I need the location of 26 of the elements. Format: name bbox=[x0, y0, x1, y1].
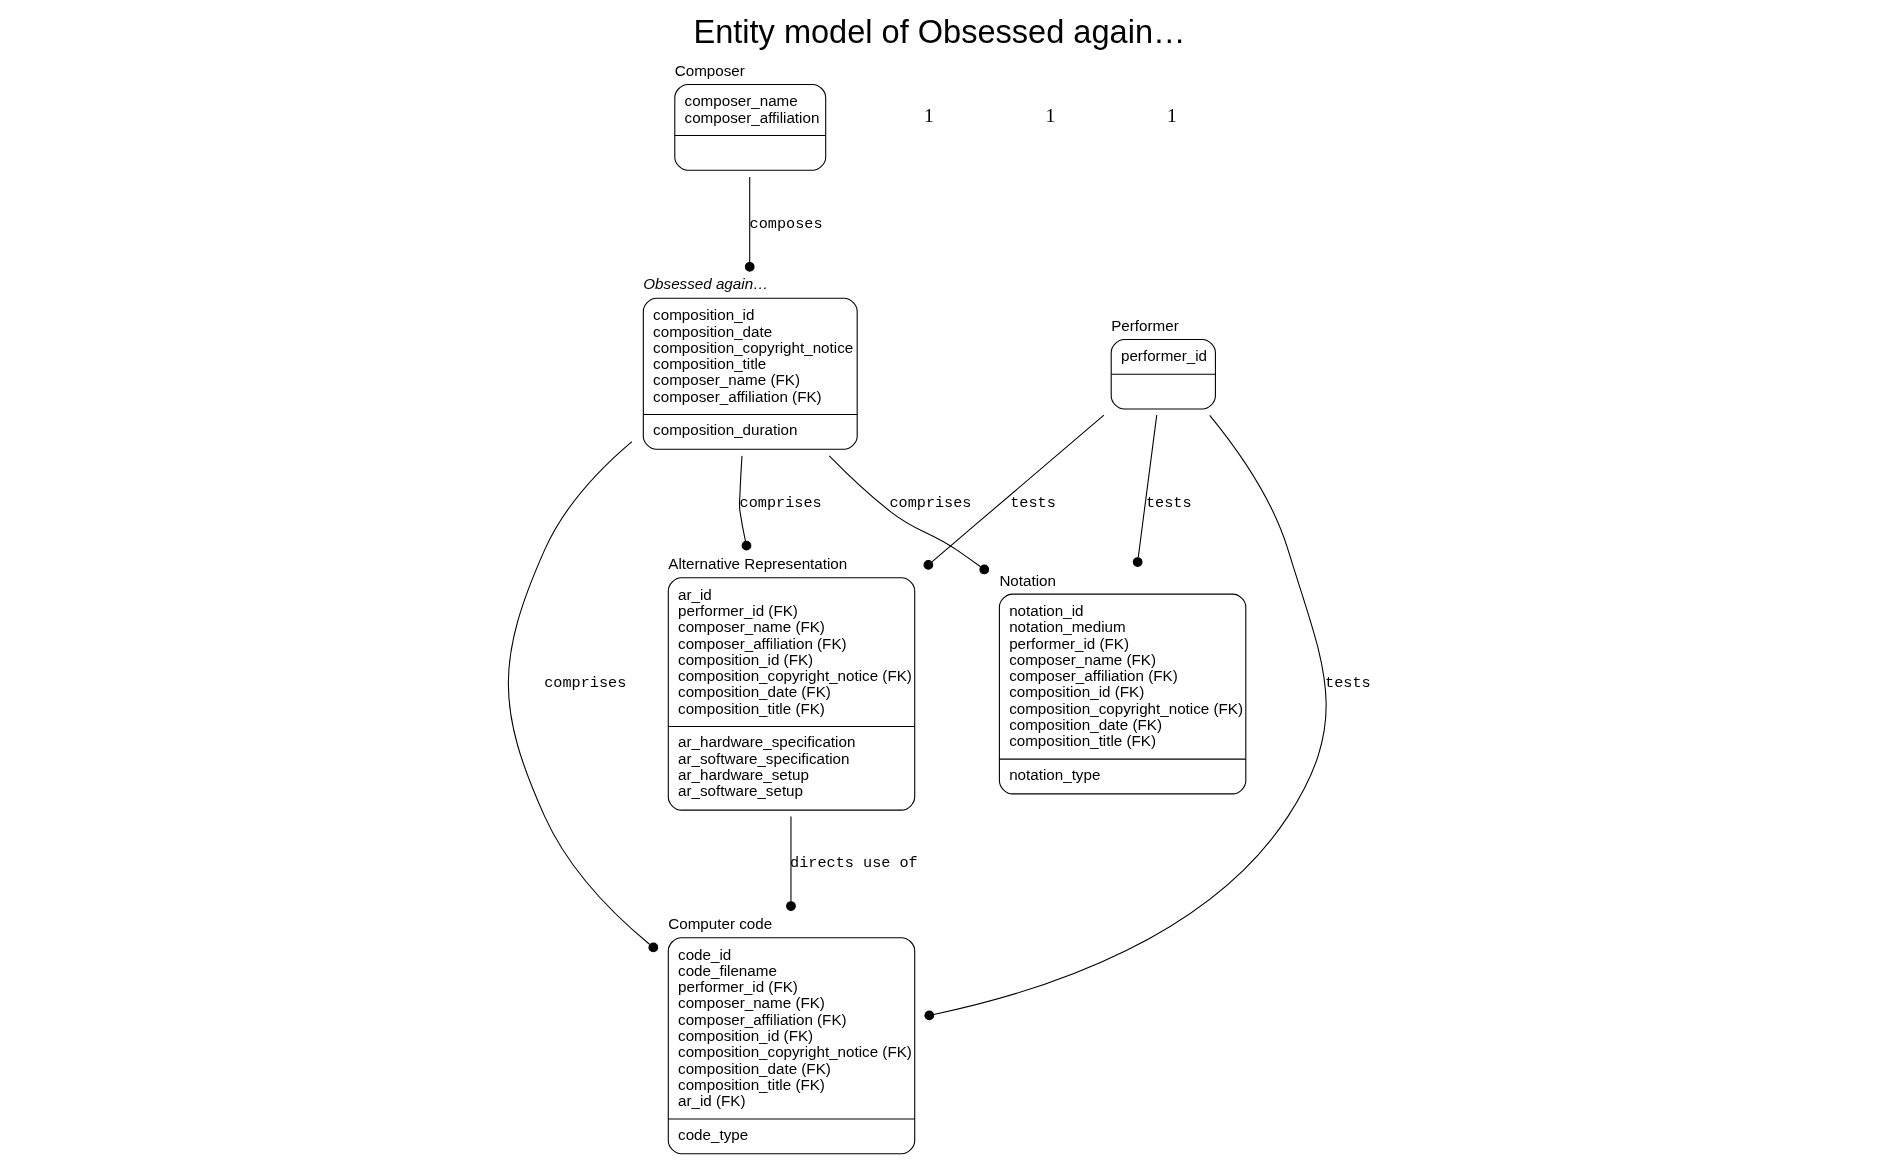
node-label: Alternative Representation bbox=[668, 555, 848, 573]
connector bbox=[924, 414, 1327, 1021]
connector bbox=[744, 176, 755, 272]
node-label: Obsessed again… bbox=[643, 274, 769, 292]
edge-label: comprises bbox=[739, 493, 822, 512]
connector bbox=[786, 816, 796, 911]
edge-label: tests bbox=[1325, 674, 1371, 693]
node-label: Notation bbox=[999, 571, 1056, 589]
connector bbox=[828, 455, 990, 575]
edge-label: tests bbox=[1145, 493, 1192, 512]
diagram-title: Entity model of Obsessed again… bbox=[693, 14, 1186, 51]
label: 1 bbox=[923, 104, 934, 126]
label: 1 bbox=[1167, 104, 1177, 126]
connector bbox=[738, 455, 752, 551]
edge-label: composes bbox=[749, 214, 823, 233]
edge-label: comprises bbox=[544, 674, 627, 693]
node-label: Performer bbox=[1111, 317, 1179, 335]
node-label: Composer bbox=[674, 61, 745, 79]
connector bbox=[923, 414, 1105, 570]
label: 1 bbox=[1045, 104, 1056, 126]
connector bbox=[1132, 414, 1158, 567]
node-label: Computer code bbox=[668, 915, 773, 933]
edge-label: tests bbox=[1010, 493, 1056, 512]
edge-label: directs use of bbox=[790, 854, 918, 873]
connector bbox=[507, 441, 659, 953]
edge-label: comprises bbox=[889, 493, 972, 512]
